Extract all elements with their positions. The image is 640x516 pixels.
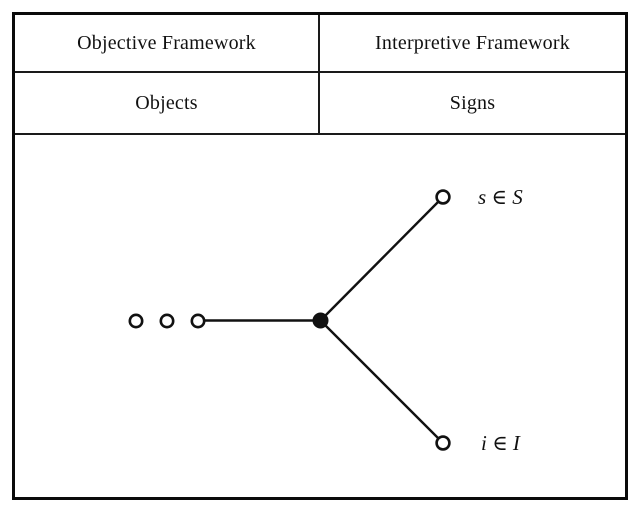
object-node-circle-3 xyxy=(190,313,206,329)
interpretant-node-label: i ∈ I xyxy=(481,431,521,455)
interpretant-node-circle xyxy=(435,435,451,451)
category-header-row: Objects Signs xyxy=(15,73,625,135)
object-node-circle-2 xyxy=(159,313,175,329)
framework-header-row: Objective Framework Interpretive Framewo… xyxy=(15,15,625,73)
edge-center-to-interpretant xyxy=(319,319,444,444)
cell-objective-framework: Objective Framework xyxy=(15,15,320,71)
figure-frame: Objective Framework Interpretive Framewo… xyxy=(12,12,628,500)
cell-objects: Objects xyxy=(15,73,320,133)
object-node-circle-1 xyxy=(128,313,144,329)
center-node-dot xyxy=(312,312,329,329)
sign-node-label: s ∈ S xyxy=(478,185,523,209)
sign-node-circle xyxy=(435,189,451,205)
cell-signs: Signs xyxy=(449,91,496,114)
edge-center-to-sign xyxy=(319,196,444,322)
cell-interpretive-framework: Interpretive Framework xyxy=(375,31,570,54)
